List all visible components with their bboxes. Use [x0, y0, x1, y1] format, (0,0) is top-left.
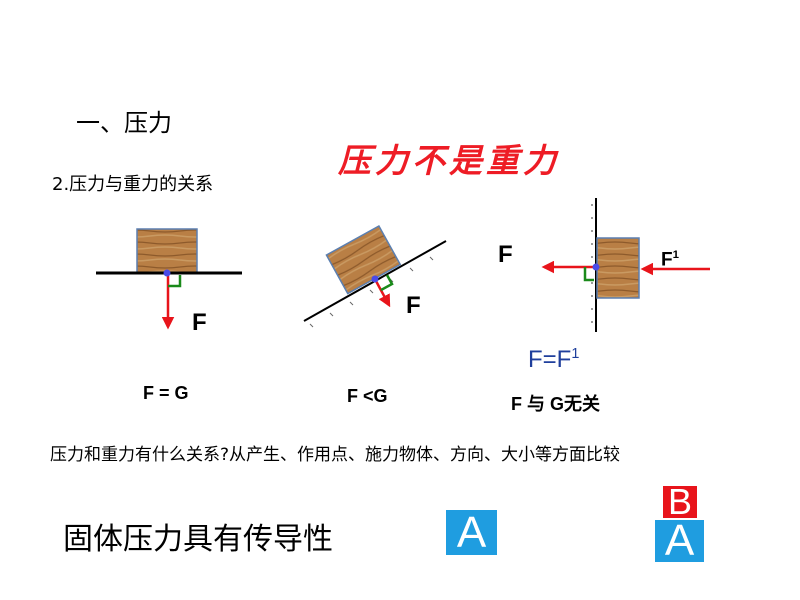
emphasis-text: 压力不是重力: [338, 141, 560, 180]
subheading: 2.压力与重力的关系: [52, 174, 214, 195]
tile-a-bottom: A: [655, 519, 704, 563]
incline-diagram: [303, 224, 447, 328]
wall-diagram: [541, 198, 710, 332]
contact-point-incline: [371, 275, 379, 283]
pressure-arrow-incline: [374, 280, 391, 308]
right-angle-wall: [583, 267, 594, 282]
contact-point-flat: [163, 269, 171, 277]
block-wall: [596, 237, 640, 299]
section-heading: 一、压力: [76, 109, 172, 137]
block-flat: [136, 228, 198, 274]
force-label-incline: F: [406, 292, 421, 319]
tile-a-single: A: [446, 510, 497, 555]
contact-point-wall: [592, 263, 600, 271]
right-angle-flat: [168, 275, 182, 288]
comparison-question: 压力和重力有什么关系?从产生、作用点、施力物体、方向、大小等方面比较: [50, 445, 621, 465]
force-label-wall: F: [498, 241, 513, 268]
tile-b-top: B: [663, 484, 697, 520]
flat-surface-diagram: [96, 228, 242, 330]
force-label-flat: F: [192, 309, 207, 336]
equation-label: F=F1: [528, 346, 580, 373]
relation-incline: F <G: [347, 386, 388, 406]
applied-force-label: F1: [661, 249, 679, 271]
relation-flat: F = G: [143, 383, 189, 403]
relation-wall: F 与 G无关: [511, 394, 600, 414]
right-angle-incline: [380, 274, 394, 292]
block-incline: [325, 224, 402, 295]
conduction-statement: 固体压力具有传导性: [63, 522, 333, 557]
